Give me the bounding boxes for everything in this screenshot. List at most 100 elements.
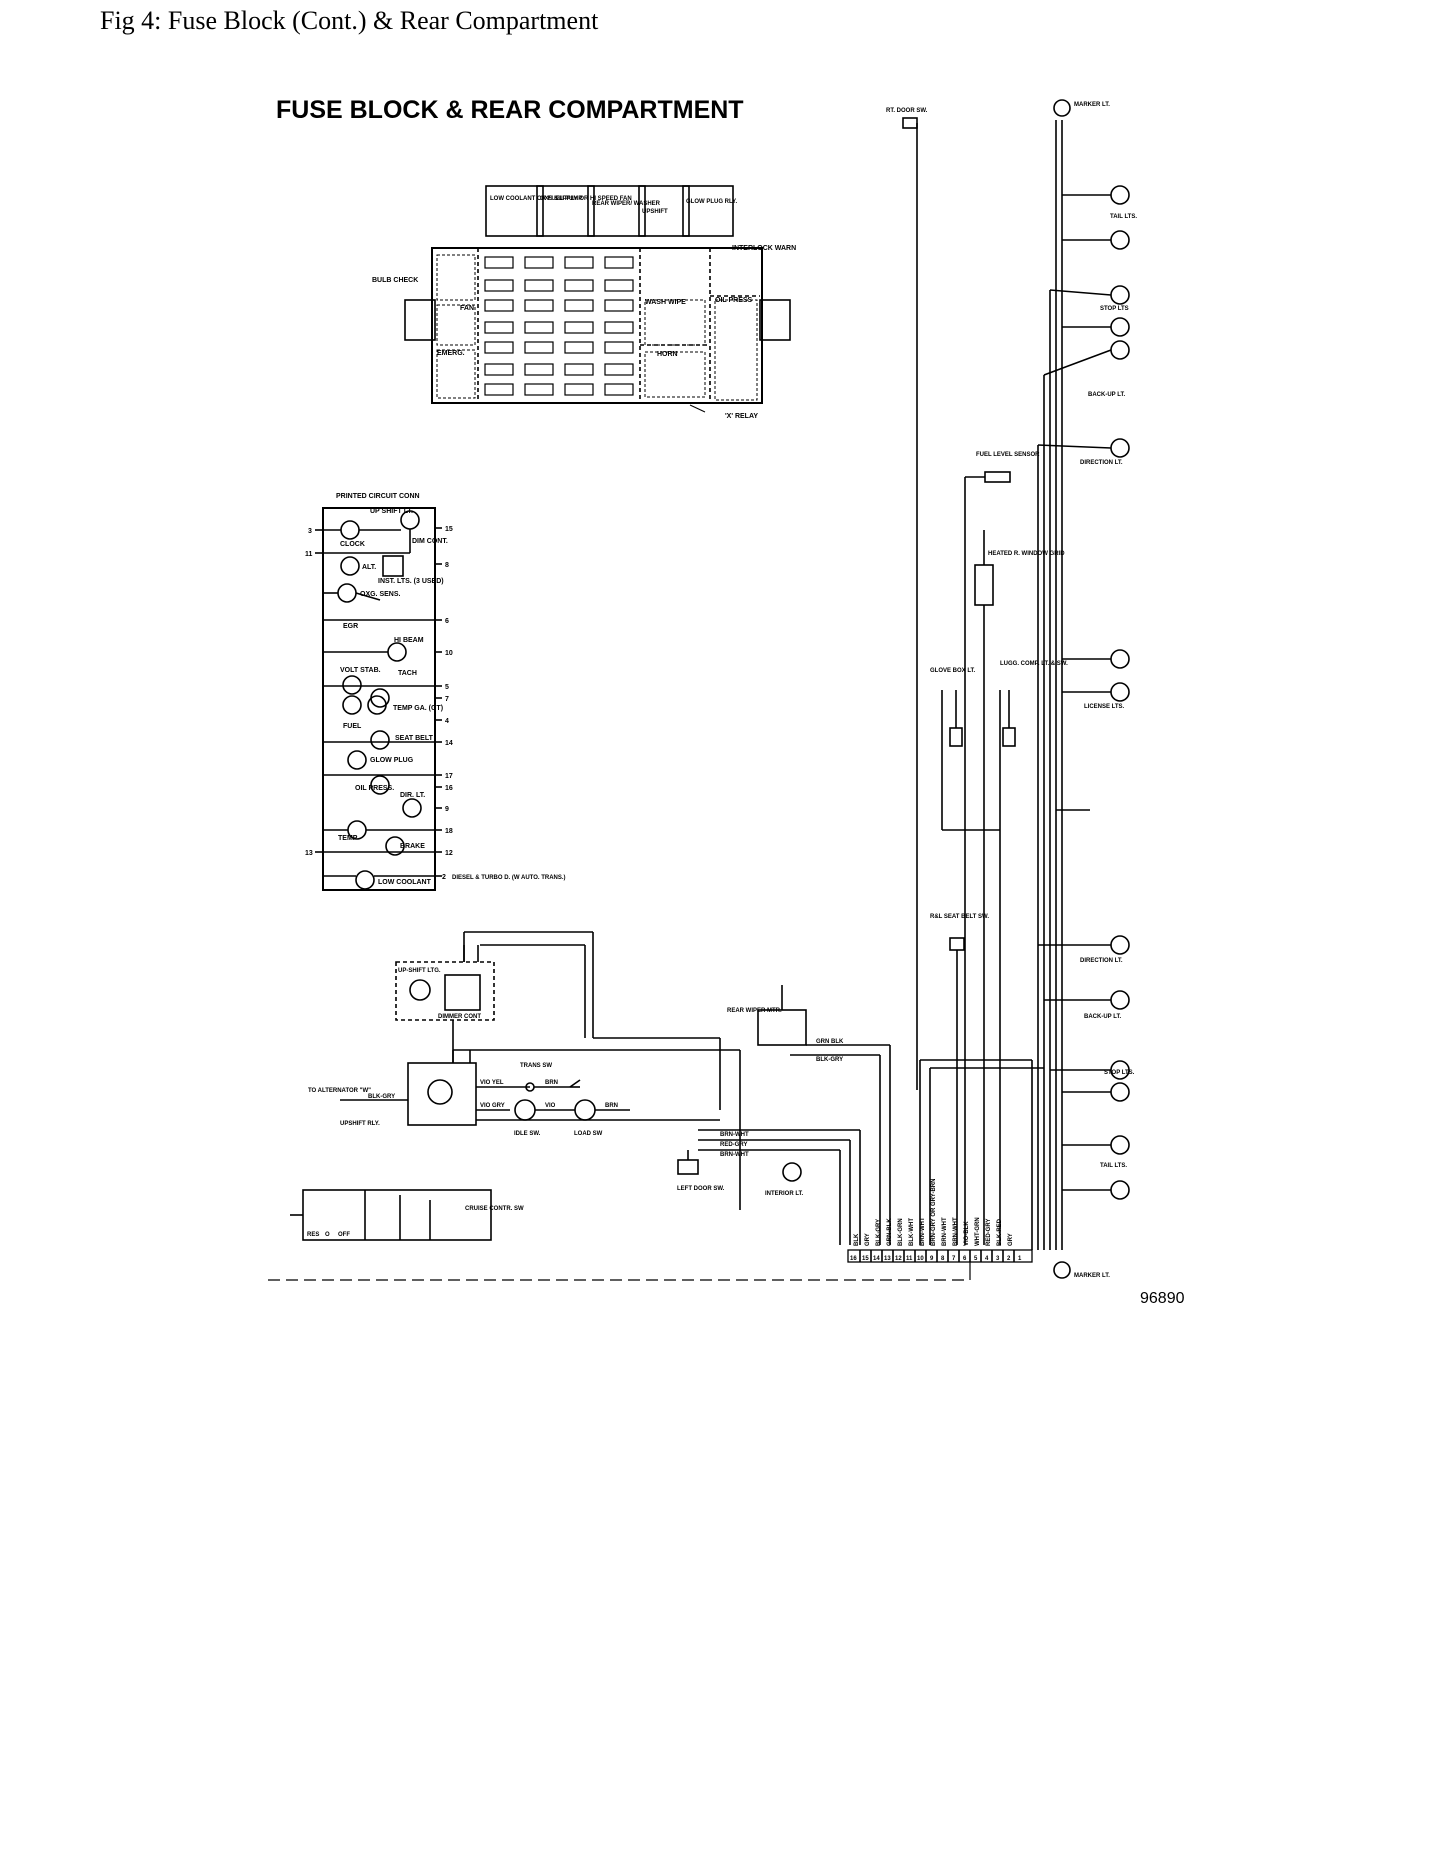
- conn-pin-7: 7: [952, 1256, 956, 1262]
- cluster-item-tach: TACH: [398, 670, 417, 677]
- backup-lt-bottom: BACK-UP LT.: [1084, 1014, 1121, 1020]
- left-door-sw-label: LEFT DOOR SW.: [677, 1186, 725, 1192]
- emerg-label: EMERG.: [437, 350, 465, 357]
- conn-pin-13: 13: [884, 1256, 891, 1262]
- conn-wire-15: GRY: [1008, 1233, 1014, 1246]
- relay-label-3: REAR WIPER/ WASHER: [592, 201, 661, 207]
- cluster-item-tempga: TEMP GA. (GT): [393, 705, 443, 712]
- figure-caption: Fig 4: Fuse Block (Cont.) & Rear Compart…: [100, 6, 599, 35]
- conn-pin-4: 4: [985, 1256, 989, 1262]
- conn-wire-1: BLK: [854, 1233, 860, 1246]
- pin-7: 7: [445, 696, 449, 703]
- cluster-item-volt: VOLT STAB.: [340, 667, 381, 674]
- conn-wire-2: GRY: [865, 1233, 871, 1246]
- conn-wire-5: BLK-GRN: [898, 1218, 904, 1246]
- pin-17: 17: [445, 773, 453, 780]
- wash-wipe-label: WASH WIPE: [645, 299, 686, 306]
- conn-pin-5: 5: [974, 1256, 978, 1262]
- load-sw-label: LOAD SW: [574, 1131, 603, 1137]
- interlock-label: INTERLOCK WARN: [732, 245, 796, 252]
- stop-lts-bottom: STOP LTS.: [1104, 1070, 1135, 1076]
- cluster-item-lowcoolant: LOW COOLANT: [378, 879, 432, 886]
- conn-wire-9: BRN-WHT: [942, 1217, 948, 1246]
- cluster-item-inst: INST. LTS. (3 USED): [378, 578, 444, 585]
- tail-lts-top: TAIL LTS.: [1110, 214, 1137, 220]
- pin-4: 4: [445, 718, 449, 725]
- trans-sw-label: TRANS SW: [520, 1063, 552, 1069]
- conn-wire-12: WHT-GRN: [975, 1217, 981, 1246]
- figure-number: 96890: [1140, 1290, 1185, 1307]
- conn-wire-7: BRN-WHT: [920, 1217, 926, 1246]
- pin-12: 12: [445, 850, 453, 857]
- upshift-ltg-label: UP-SHIFT LTG.: [398, 968, 441, 974]
- pin-10: 10: [445, 650, 453, 657]
- conn-pin-10: 10: [917, 1256, 924, 1262]
- bulb-check-label: BULB CHECK: [372, 277, 418, 284]
- cluster-note: DIESEL & TURBO D. (W AUTO. TRANS.): [452, 875, 566, 881]
- wire-grn-blk: GRN BLK: [816, 1039, 844, 1045]
- cluster-item-alt: ALT.: [362, 564, 376, 571]
- conn-wire-4: GRN-BLK: [887, 1218, 893, 1246]
- relay-label-2: OXS SUPPLY OR HI SPEED FAN: [540, 196, 632, 202]
- rear-wiper-label: REAR WIPER MTR.: [727, 1008, 782, 1014]
- fuel-level-label: FUEL LEVEL SENSOR: [976, 452, 1040, 458]
- glove-box-label: GLOVE BOX LT.: [930, 668, 976, 674]
- cluster-item-oil: OIL PRESS.: [355, 785, 394, 792]
- cluster-item-seatbelt: SEAT BELT: [395, 735, 434, 742]
- pin-13: 13: [305, 850, 313, 857]
- cluster-title: PRINTED CIRCUIT CONN: [336, 493, 420, 500]
- conn-pin-16: 16: [850, 1256, 857, 1262]
- wire-vio-yel: VIO YEL: [480, 1080, 504, 1086]
- seat-belt-sw-label: R&L SEAT BELT SW.: [930, 914, 989, 920]
- cruise-label: CRUISE CONTR. SW: [465, 1206, 524, 1212]
- o-label: O: [325, 1232, 330, 1238]
- instrument-cluster: [315, 507, 442, 891]
- pin-18: 18: [445, 828, 453, 835]
- cluster-item-clock: CLOCK: [340, 541, 365, 548]
- pin-9: 9: [445, 806, 449, 813]
- relay-label-5: GLOW PLUG RLY.: [686, 199, 737, 205]
- relay-label-4: UPSHIFT: [642, 209, 668, 215]
- wire-red-gry: RED-GRY: [720, 1142, 747, 1148]
- wire-vio: VIO: [545, 1103, 556, 1109]
- cluster-item-glow: GLOW PLUG: [370, 757, 414, 764]
- direction-lt-bottom: DIRECTION LT.: [1080, 958, 1123, 964]
- horn-label: HORN: [657, 351, 678, 358]
- conn-pin-14: 14: [873, 1256, 880, 1262]
- stop-lts-top: STOP LTS: [1100, 306, 1129, 312]
- off-label: OFF: [338, 1232, 350, 1238]
- relay-label-1: LOW COOLANT OR FUEL PUMP: [490, 196, 582, 202]
- pin-3: 3: [308, 528, 312, 535]
- conn-pin-8: 8: [941, 1256, 945, 1262]
- cluster-item-oxg: OXG. SENS.: [360, 591, 401, 598]
- oil-press-label: OIL PRESS: [715, 297, 753, 304]
- wire-blk-gry: BLK-GRY: [816, 1057, 843, 1063]
- marker-lt-bottom: MARKER LT.: [1074, 1273, 1110, 1279]
- pin-6: 6: [445, 618, 449, 625]
- pin-8: 8: [445, 562, 449, 569]
- wire-vio-gry: VIO GRY: [480, 1103, 505, 1109]
- x-relay-label: 'X' RELAY: [725, 413, 758, 420]
- pin-15: 15: [445, 526, 453, 533]
- res-label: RES: [307, 1232, 319, 1238]
- diagram-title: FUSE BLOCK & REAR COMPARTMENT: [276, 96, 744, 124]
- conn-pin-15: 15: [862, 1256, 869, 1262]
- conn-wire-10: BRN-WHT: [953, 1217, 959, 1246]
- tail-lts-bottom: TAIL LTS.: [1100, 1163, 1127, 1169]
- backup-lt-top: BACK-UP LT.: [1088, 392, 1125, 398]
- conn-pin-1: 1: [1018, 1256, 1022, 1262]
- conn-pin-12: 12: [895, 1256, 902, 1262]
- cluster-item-upshift: UP SHIFT LT.: [370, 508, 413, 515]
- fan-label: FAN: [460, 305, 474, 312]
- cluster-item-temp: TEMP: [338, 835, 358, 842]
- conn-pin-11: 11: [906, 1256, 913, 1262]
- conn-wire-3: BLK-GRY: [876, 1219, 882, 1246]
- pin-14: 14: [445, 740, 453, 747]
- conn-wire-14: BLK-RED: [997, 1218, 1003, 1246]
- interior-lt-label: INTERIOR LT.: [765, 1191, 804, 1197]
- conn-pin-9: 9: [930, 1256, 934, 1262]
- conn-wire-6: BLK-WHT: [909, 1218, 915, 1246]
- conn-pin-2: 2: [1007, 1256, 1011, 1262]
- heated-window-label: HEATED R. WINDOW GRID: [988, 551, 1065, 557]
